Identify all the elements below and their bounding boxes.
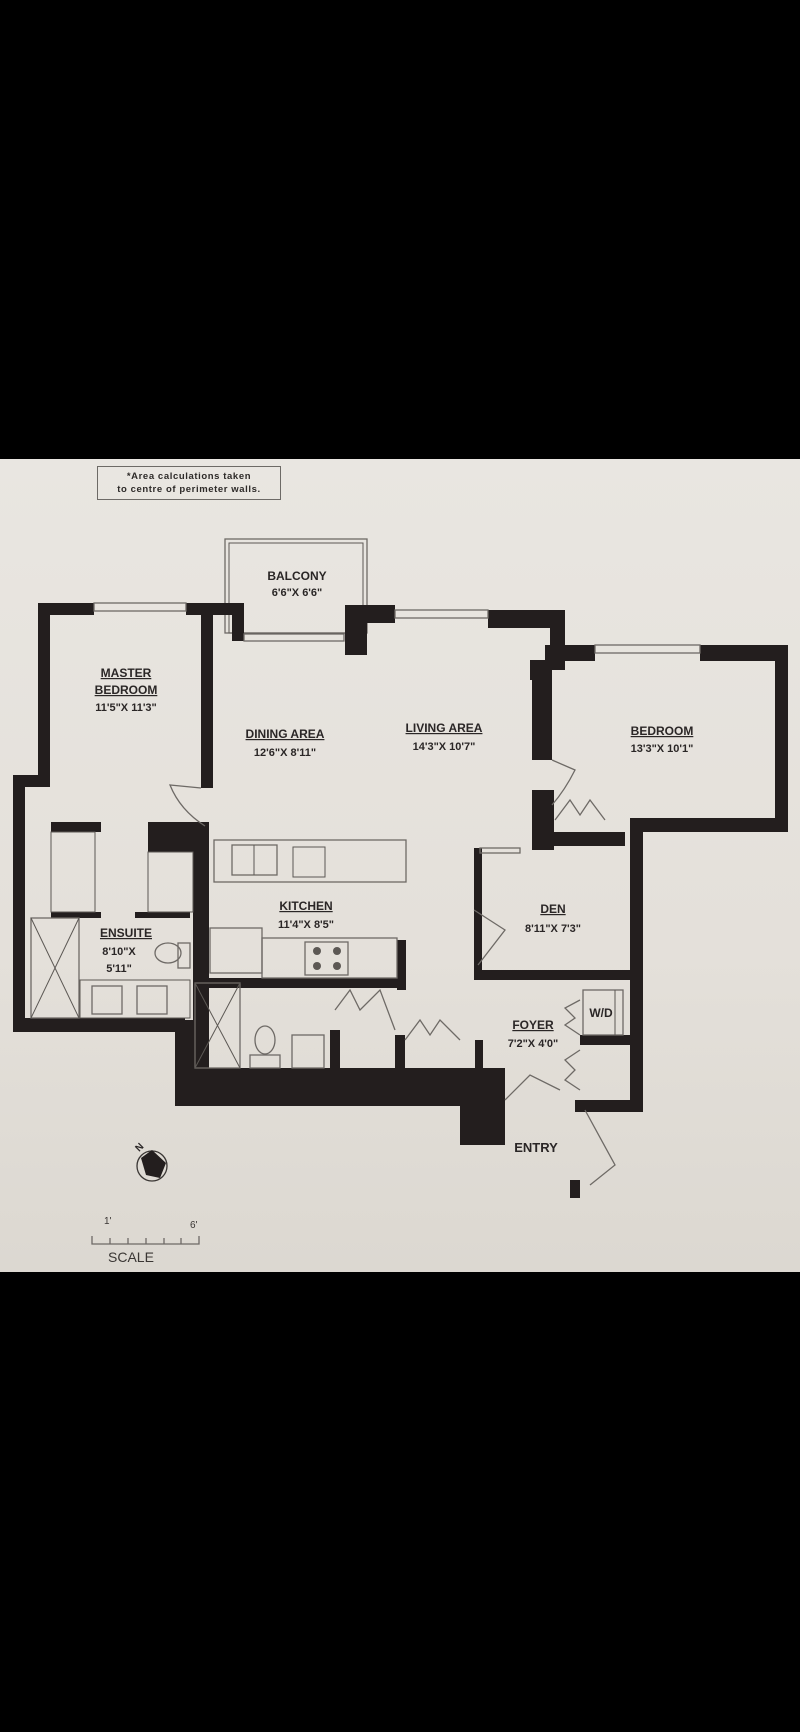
note-line-1: *Area calculations taken: [126, 471, 252, 482]
balcony-label: BALCONY: [267, 569, 326, 583]
scale-bar: 1' 6' SCALE: [91, 1216, 200, 1265]
door-swings: [168, 759, 616, 1198]
scale-end-label: 6': [190, 1220, 198, 1231]
windows: [93, 602, 701, 854]
den-label: DEN: [540, 902, 565, 916]
ensuite-dims-1: 8'10"X: [102, 946, 136, 958]
laundry-label: W/D: [589, 1006, 613, 1020]
balcony-dims: 6'6"X 6'6": [272, 587, 323, 599]
living-area-dims: 14'3"X 10'7": [413, 741, 476, 753]
room-labels: BALCONY 6'6"X 6'6" MASTER BEDROOM 11'5"X…: [95, 569, 694, 1155]
master-bedroom-dims: 11'5"X 11'3": [95, 702, 157, 714]
dining-area-label: DINING AREA: [246, 727, 325, 741]
balcony: [224, 538, 368, 634]
kitchen-dims: 11'4"X 8'5": [278, 919, 334, 931]
area-calculation-note: *Area calculations taken to centre of pe…: [97, 466, 281, 500]
ensuite-dims-2: 5'11": [106, 963, 132, 975]
note-line-2: to centre of perimeter walls.: [117, 484, 261, 495]
entry-label: ENTRY: [514, 1140, 558, 1155]
scale-label: SCALE: [108, 1249, 154, 1265]
den-dims: 8'11"X 7'3": [525, 923, 581, 935]
dining-area-dims: 12'6"X 8'11": [254, 747, 316, 759]
foyer-dims: 7'2"X 4'0": [508, 1038, 559, 1050]
scale-start-label: 1': [104, 1216, 112, 1227]
master-bedroom-label-2: BEDROOM: [95, 683, 158, 697]
foyer-label: FOYER: [512, 1018, 554, 1032]
ensuite-label: ENSUITE: [100, 926, 152, 940]
exterior-walls: [13, 603, 788, 1198]
bedroom-dims: 13'3"X 10'1": [631, 743, 694, 755]
north-arrow-icon: N: [133, 1141, 168, 1182]
fixtures: [30, 831, 624, 1069]
bedroom-label: BEDROOM: [631, 724, 694, 738]
floor-plan-paper: [0, 459, 800, 1272]
living-area-label: LIVING AREA: [406, 721, 483, 735]
master-bedroom-label-1: MASTER: [101, 666, 152, 680]
kitchen-label: KITCHEN: [279, 899, 332, 913]
